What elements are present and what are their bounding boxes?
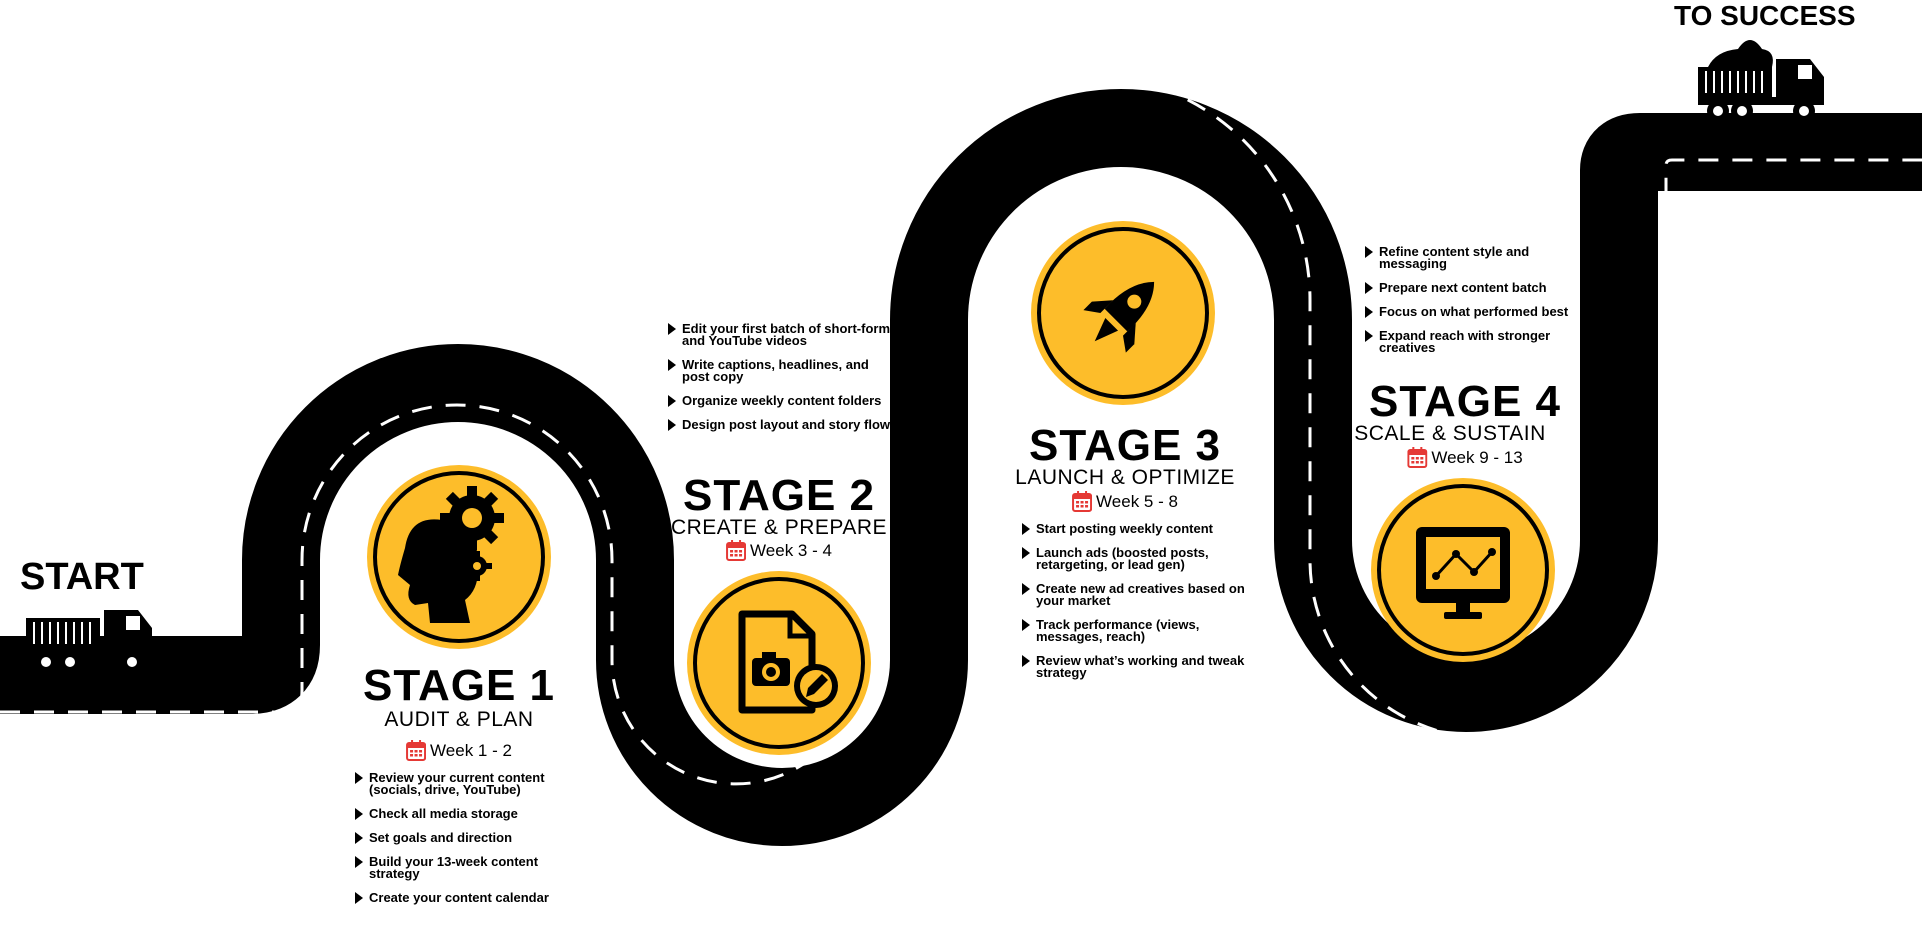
monitor-chart-icon	[1416, 527, 1510, 619]
list-item: Create new ad creatives based on your ma…	[1022, 582, 1254, 607]
stage-2-subtitle: CREATE & PREPARE	[670, 516, 888, 539]
bullet-arrow-icon	[1022, 523, 1030, 535]
stage-3-weeks: Week 5 - 8	[1072, 491, 1178, 512]
stage-4-subtitle: SCALE & SUSTAIN	[1354, 422, 1546, 445]
start-label: START	[20, 556, 144, 598]
list-item: Focus on what performed best	[1365, 305, 1585, 318]
list-item: Set goals and direction	[355, 831, 585, 844]
stage-1-weeks: Week 1 - 2	[406, 740, 512, 761]
stage-4-title: STAGE 4	[1368, 377, 1562, 426]
stage-4-badge	[1371, 478, 1555, 662]
list-item: Review what’s working and tweak strategy	[1022, 654, 1254, 679]
stage-1-title: STAGE 1	[362, 661, 556, 710]
stage-2-weeks-label: Week 3 - 4	[750, 541, 832, 560]
bullet-arrow-icon	[355, 856, 363, 868]
list-item: Build your 13-week content strategy	[355, 855, 585, 880]
bullet-arrow-icon	[1365, 306, 1373, 318]
road-lane-markings	[0, 73, 1922, 786]
road	[0, 89, 1922, 846]
finish-label: TO SUCCESS	[1674, 0, 1856, 31]
bullet-arrow-icon	[355, 892, 363, 904]
list-item: Edit your first batch of short-form and …	[668, 322, 898, 347]
stage-2-tasks: Edit your first batch of short-form and …	[668, 322, 898, 443]
stage-1-tasks: Review your current content (socials, dr…	[355, 771, 585, 916]
stage-3-tasks: Start posting weekly content Launch ads …	[1022, 522, 1254, 691]
list-item: Launch ads (boosted posts, retargeting, …	[1022, 546, 1254, 571]
calendar-icon	[1072, 491, 1093, 512]
list-item: Expand reach with stronger creatives	[1365, 329, 1585, 354]
bullet-arrow-icon	[668, 395, 676, 407]
bullet-arrow-icon	[355, 772, 363, 784]
calendar-icon	[1407, 447, 1428, 468]
list-item: Review your current content (socials, dr…	[355, 771, 585, 796]
bullet-arrow-icon	[1022, 583, 1030, 595]
list-item: Organize weekly content folders	[668, 394, 898, 407]
stage-2-badge	[687, 571, 871, 755]
bullet-arrow-icon	[1365, 330, 1373, 342]
bullet-arrow-icon	[668, 323, 676, 335]
stage-1-weeks-label: Week 1 - 2	[430, 741, 512, 760]
stage-3-badge	[1031, 221, 1215, 405]
list-item: Design post layout and story flow	[668, 418, 898, 431]
list-item: Start posting weekly content	[1022, 522, 1254, 535]
stage-1-badge	[367, 465, 551, 649]
head-gears-icon	[398, 486, 504, 623]
bullet-arrow-icon	[1022, 619, 1030, 631]
stage-3-subtitle: LAUNCH & OPTIMIZE	[1015, 466, 1235, 489]
stage-4-weeks-label: Week 9 - 13	[1431, 448, 1523, 467]
bullet-arrow-icon	[668, 419, 676, 431]
list-item: Check all media storage	[355, 807, 585, 820]
bullet-arrow-icon	[355, 808, 363, 820]
finish-truck-icon	[1697, 40, 1825, 123]
list-item: Refine content style and messaging	[1365, 245, 1585, 270]
bullet-arrow-icon	[1022, 547, 1030, 559]
list-item: Track performance (views, messages, reac…	[1022, 618, 1254, 643]
list-item: Write captions, headlines, and post copy	[668, 358, 898, 383]
stage-4-tasks: Refine content style and messaging Prepa…	[1365, 245, 1585, 366]
calendar-icon	[406, 740, 427, 761]
stage-3-weeks-label: Week 5 - 8	[1096, 492, 1178, 511]
bullet-arrow-icon	[1365, 282, 1373, 294]
bullet-arrow-icon	[355, 832, 363, 844]
rocket-icon	[1083, 281, 1155, 353]
list-item: Create your content calendar	[355, 891, 585, 904]
stage-3-title: STAGE 3	[1028, 421, 1222, 470]
bullet-arrow-icon	[1022, 655, 1030, 667]
stage-2-weeks: Week 3 - 4	[726, 540, 832, 561]
stage-4-weeks: Week 9 - 13	[1407, 447, 1523, 468]
bullet-arrow-icon	[1365, 246, 1373, 258]
list-item: Prepare next content batch	[1365, 281, 1585, 294]
bullet-arrow-icon	[668, 359, 676, 371]
stage-2-title: STAGE 2	[682, 471, 876, 520]
stage-1-subtitle: AUDIT & PLAN	[384, 708, 534, 731]
media-file-edit-icon	[738, 610, 838, 714]
calendar-icon	[726, 540, 747, 561]
